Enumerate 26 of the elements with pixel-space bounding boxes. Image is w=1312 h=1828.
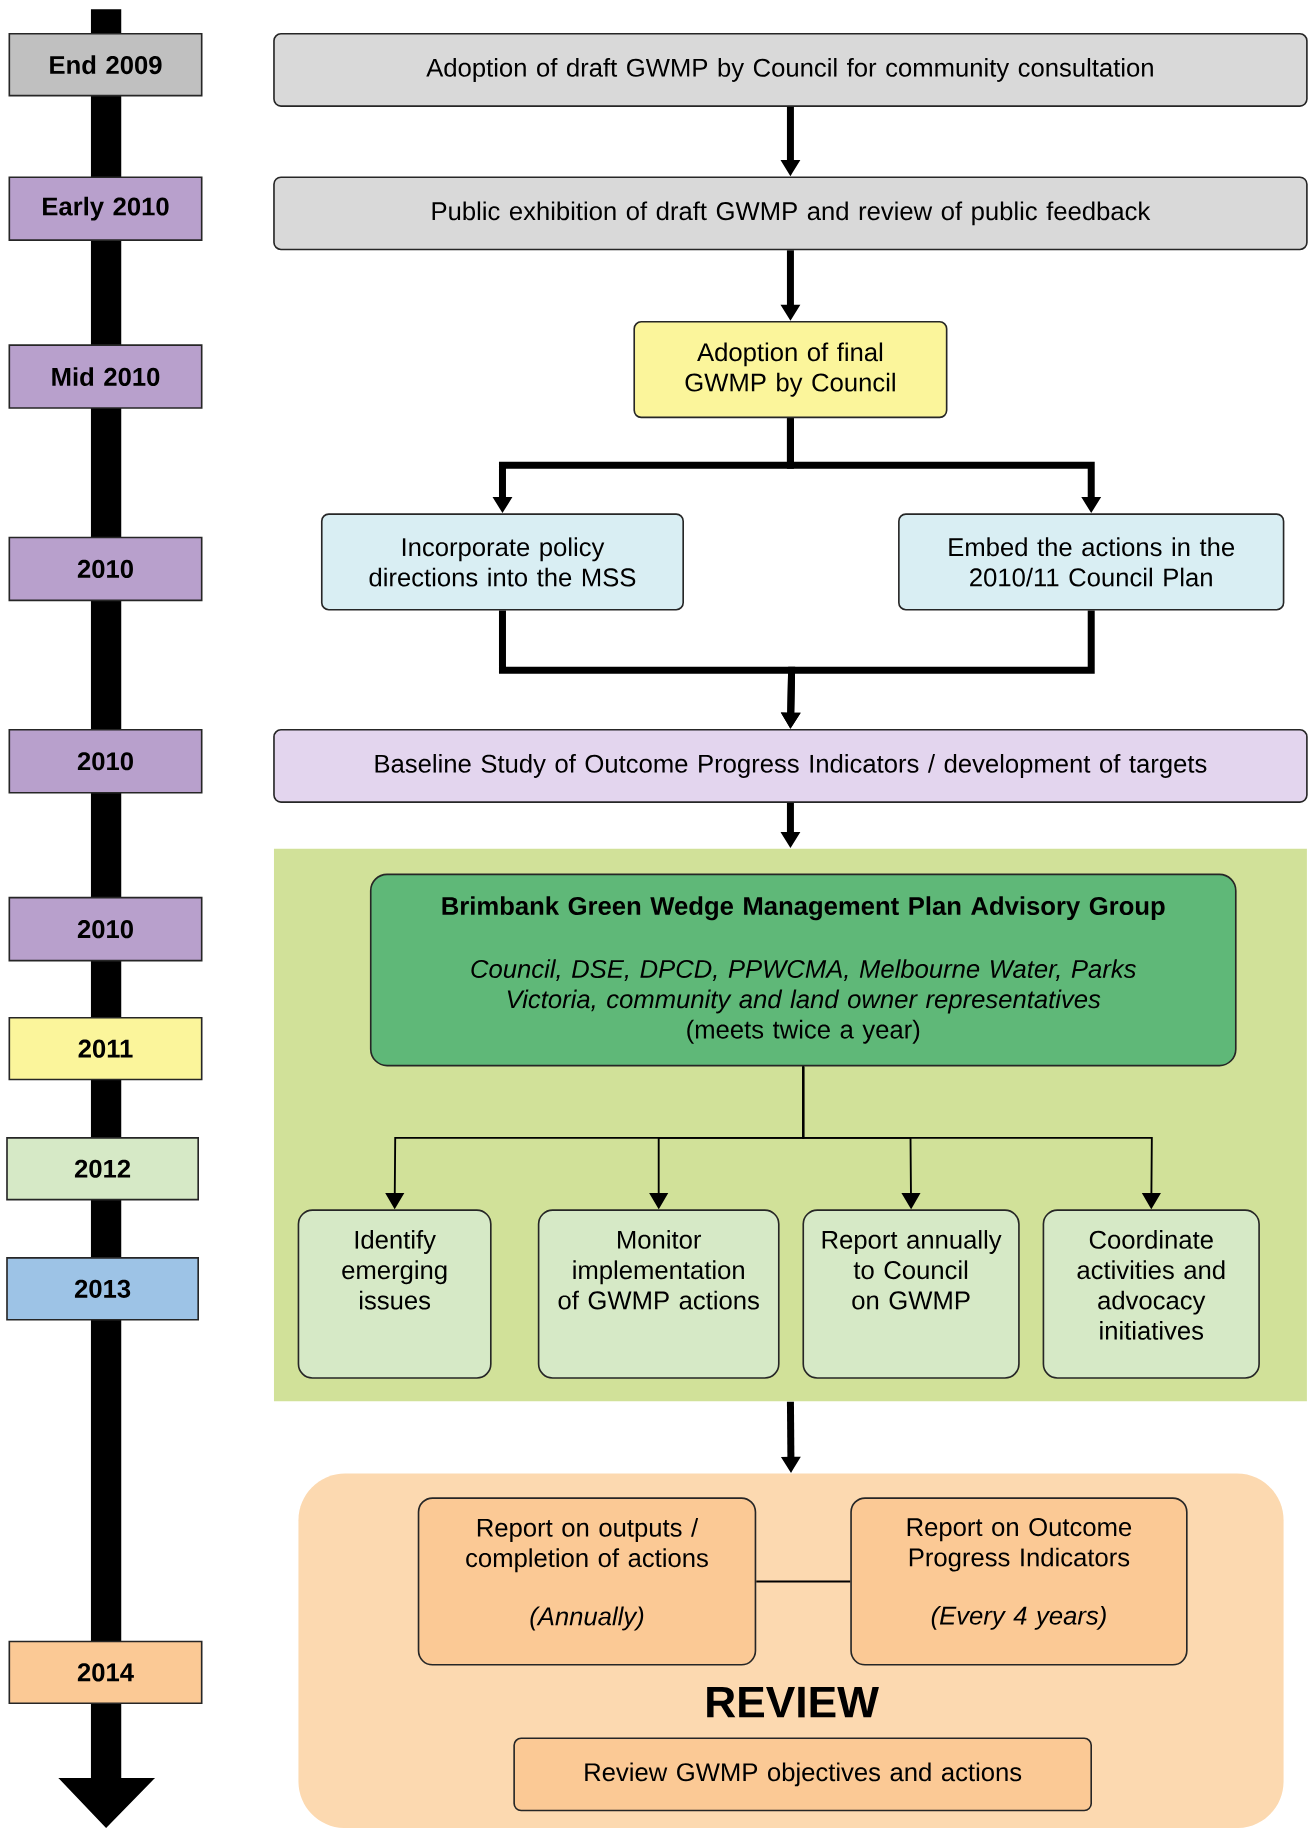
advisory-group-box: Brimbank Green Wedge Management Plan Advisory Group Council, DSE, DPCD, PPWCMA, Melbourne Water, Parks Victoria, community and land owner representatives (meets twice a year) [370, 873, 1237, 1067]
year-box: 2010 [8, 896, 203, 962]
report-box: Report on outputs / completion of actions (Annually) [417, 1497, 757, 1666]
year-box: 2010 [8, 729, 203, 794]
process-box: Baseline Study of Outcome Progress Indicators / development of targets [273, 729, 1308, 803]
process-box: Embed the actions in the 2010/11 Council Plan [898, 513, 1285, 611]
year-box: Early 2010 [8, 176, 203, 241]
connector-line [755, 1580, 852, 1583]
year-box: 2011 [8, 1016, 203, 1081]
year-box: 2013 [6, 1257, 200, 1321]
year-box: 2010 [8, 536, 203, 602]
year-box: End 2009 [8, 33, 203, 97]
process-box: Incorporate policy directions into the MSS [321, 513, 685, 611]
task-box: Identify emerging issues [297, 1209, 492, 1379]
process-box: Public exhibition of draft GWMP and review of public feedback [273, 176, 1308, 251]
task-box: Report annually to Council on GWMP [802, 1209, 1020, 1379]
year-box: Mid 2010 [8, 344, 203, 409]
process-box: Review GWMP objectives and actions [513, 1737, 1093, 1812]
report-box: Report on Outcome Progress Indicators (Every 4 years) [850, 1497, 1188, 1666]
task-box: Monitor implementation of GWMP actions [538, 1209, 780, 1379]
task-box: Coordinate activities and advocacy initiatives [1042, 1209, 1261, 1379]
year-box: 2014 [8, 1640, 203, 1705]
process-box: Adoption of final GWMP by Council [633, 320, 948, 419]
year-box: 2012 [6, 1137, 200, 1201]
process-box: Adoption of draft GWMP by Council for community consultation [273, 33, 1308, 107]
panel-heading: REVIEW [707, 1686, 880, 1718]
